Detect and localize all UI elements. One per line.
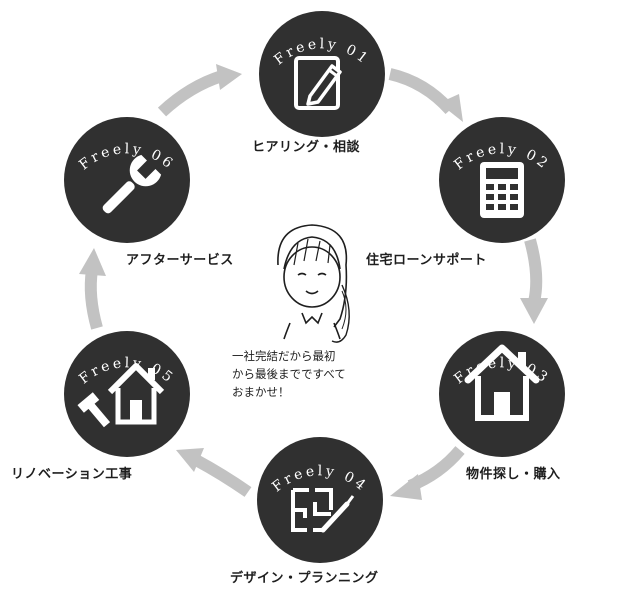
arrow-06-to-01 — [157, 70, 224, 117]
house-icon — [464, 344, 540, 421]
arrow-01-to-02-head — [439, 94, 463, 122]
arrow-02-to-03 — [524, 238, 543, 304]
arrow-05-to-06-head — [79, 248, 106, 276]
arrow-01-to-02 — [388, 68, 455, 115]
arrow-06-to-01-head — [216, 64, 242, 90]
step-01-circle — [259, 11, 385, 137]
step-05-label: リノベーション工事 — [11, 467, 133, 482]
step-04-label: デザイン・プランニング — [230, 571, 379, 586]
step-06-circle — [64, 117, 190, 243]
arrow-04-to-05 — [193, 454, 252, 497]
floor-plan-brush-icon — [291, 488, 355, 533]
arrow-02-to-03-head — [520, 298, 548, 324]
arrow-04-to-05-head — [176, 448, 204, 472]
center-message-line-3: おまかせ！ — [232, 385, 290, 399]
step-03: Freely 03 — [439, 331, 565, 457]
step-02-label: 住宅ローンサポート — [366, 253, 487, 268]
center-message-line-2: から最後までですべて — [232, 367, 346, 381]
step-03-label: 物件探し・購入 — [466, 467, 561, 482]
flow-arrows — [79, 64, 548, 500]
step-02: Freely 02 — [439, 117, 565, 243]
woman-illustration — [277, 224, 350, 343]
step-04-circle — [257, 437, 383, 563]
step-04: Freely 04 — [257, 437, 383, 563]
center-message: 一社完結だから最初 から最後までですべて おまかせ！ — [232, 347, 392, 401]
step-05-circle — [64, 331, 190, 457]
pencil-notepad-icon — [294, 56, 342, 110]
step-05: Freely 05 — [64, 331, 190, 457]
step-01-label: ヒアリング・相談 — [252, 140, 361, 155]
arrow-05-to-06 — [84, 269, 103, 330]
center-message-line-1: 一社完結だから最初 — [232, 349, 336, 363]
wrench-icon — [102, 154, 162, 214]
calculator-icon — [480, 162, 524, 218]
house-hammer-icon — [77, 363, 165, 428]
step-06-label: アフターサービス — [126, 253, 234, 268]
arrow-03-to-04-head — [390, 474, 422, 500]
step-01: Freely 01 — [259, 11, 385, 137]
step-06: Freely 06 — [64, 117, 190, 243]
